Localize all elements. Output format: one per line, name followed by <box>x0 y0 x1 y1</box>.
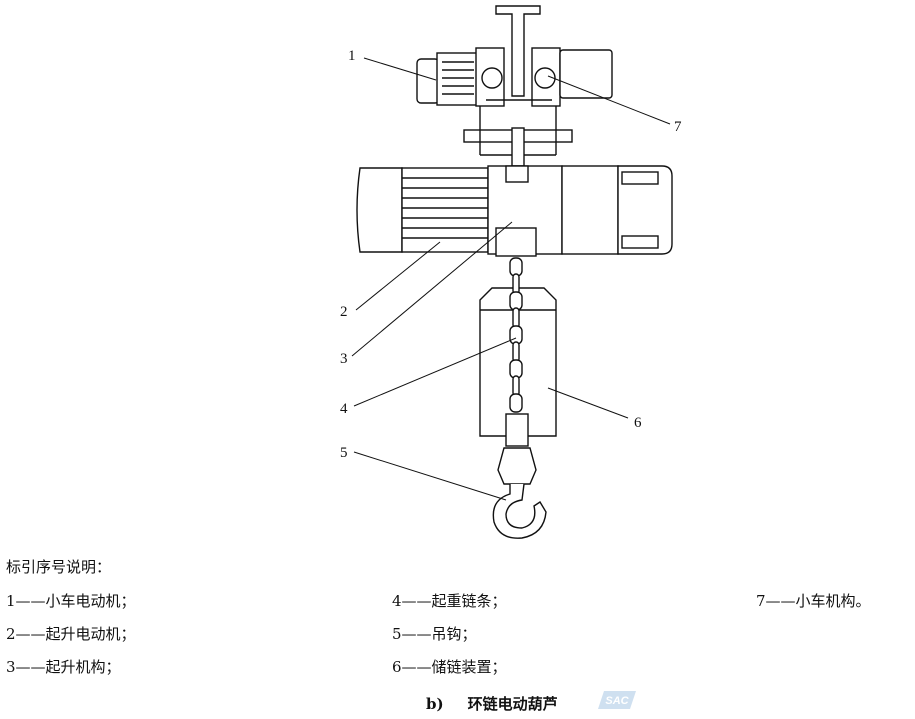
callout-5: 5 <box>340 445 348 461</box>
legend-item: 4——起重链条； <box>392 592 507 610</box>
callout-4: 4 <box>340 401 348 417</box>
leader-lines <box>351 57 671 501</box>
legend-item: 5——吊钩； <box>392 625 477 643</box>
hoisting-mechanism <box>495 227 537 257</box>
figure-caption: b) 环链电动葫芦 <box>426 693 558 714</box>
svg-text:SAC: SAC <box>605 695 629 707</box>
figure-title: 环链电动葫芦 <box>467 695 558 713</box>
load-chain <box>509 257 523 413</box>
legend-heading: 标引序号说明： <box>6 558 112 576</box>
callout-3: 3 <box>340 351 348 367</box>
legend-item: 2——起升电动机； <box>6 625 136 643</box>
i-beam-rail <box>495 5 541 97</box>
figure-label: b) <box>426 695 444 713</box>
hoisting-motor <box>356 165 673 255</box>
callout-7: 7 <box>674 119 682 135</box>
hoist-diagram <box>351 5 673 539</box>
legend-item: 3——起升机构； <box>6 658 121 676</box>
hook <box>492 413 547 539</box>
trolley-mechanism <box>463 47 613 167</box>
legend-item: 1——小车电动机； <box>6 592 136 610</box>
legend-item: 6——储链装置； <box>392 658 507 676</box>
callout-2: 2 <box>340 304 348 320</box>
sac-watermark-logo: SAC <box>598 691 636 709</box>
trolley-motor <box>416 52 478 106</box>
callout-6: 6 <box>634 415 642 431</box>
callout-1: 1 <box>348 48 356 64</box>
legend-item: 7——小车机构。 <box>756 592 871 610</box>
